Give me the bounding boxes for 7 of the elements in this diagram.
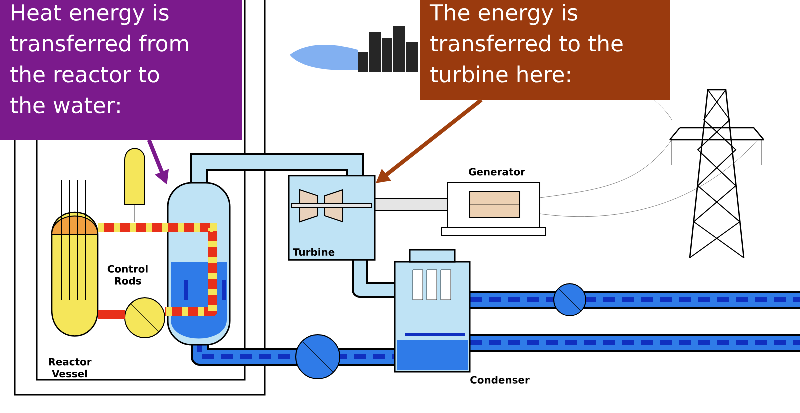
part-label: Condenser	[470, 376, 530, 384]
part-label: Reactor Vessel	[49, 358, 92, 378]
callout-box: Heat energy is transferred from the reactor to the water:	[0, 0, 242, 140]
part-label: Generator	[469, 168, 526, 176]
callout-box: The energy is transferred to the turbine here:	[420, 0, 670, 100]
steam-pipe	[190, 153, 364, 182]
part-label: Control Rods	[108, 265, 148, 285]
